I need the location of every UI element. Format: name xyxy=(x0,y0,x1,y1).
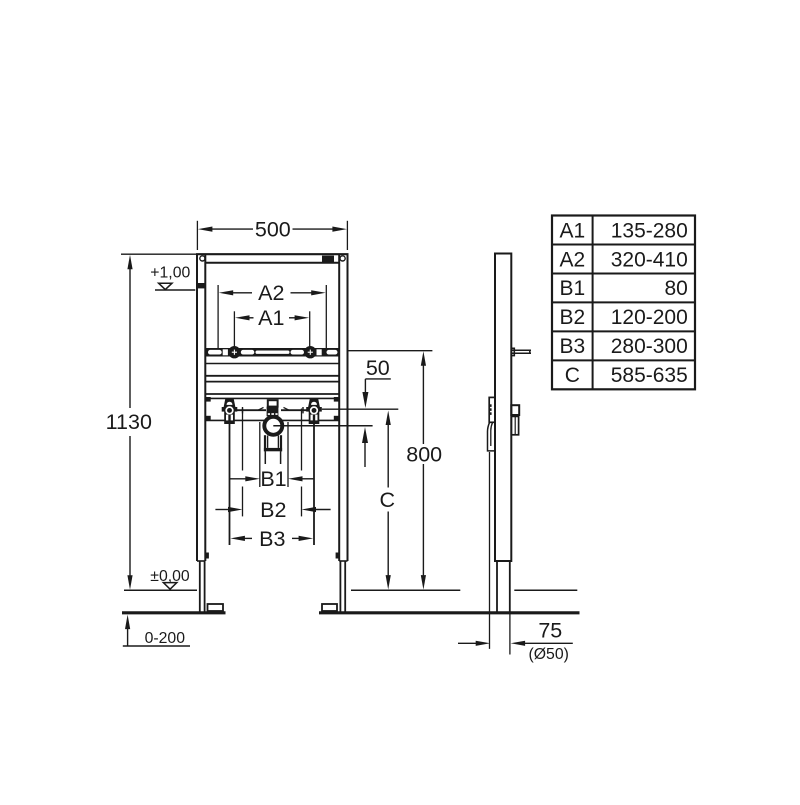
svg-text:120-200: 120-200 xyxy=(611,306,688,329)
svg-text:(Ø50): (Ø50) xyxy=(529,646,569,663)
svg-text:+1,00: +1,00 xyxy=(150,265,190,282)
svg-text:B1: B1 xyxy=(559,277,585,300)
svg-text:500: 500 xyxy=(255,218,291,242)
svg-text:0-200: 0-200 xyxy=(145,630,186,647)
svg-text:80: 80 xyxy=(664,277,687,300)
svg-text:585-635: 585-635 xyxy=(611,364,688,387)
svg-text:75: 75 xyxy=(538,618,562,642)
svg-text:1130: 1130 xyxy=(106,410,152,434)
svg-text:50: 50 xyxy=(366,356,390,380)
svg-text:A1: A1 xyxy=(258,306,284,330)
svg-text:A2: A2 xyxy=(258,281,284,305)
svg-text:320-410: 320-410 xyxy=(611,248,688,271)
svg-text:A2: A2 xyxy=(559,248,585,271)
svg-text:B2: B2 xyxy=(260,498,286,522)
svg-text:C: C xyxy=(565,364,580,387)
svg-text:±0,00: ±0,00 xyxy=(150,568,190,585)
svg-text:C: C xyxy=(380,488,396,512)
svg-text:A1: A1 xyxy=(559,219,585,242)
svg-text:280-300: 280-300 xyxy=(611,335,688,358)
svg-text:800: 800 xyxy=(406,443,442,467)
svg-text:B1: B1 xyxy=(260,467,286,491)
svg-text:B3: B3 xyxy=(259,527,285,551)
svg-text:B3: B3 xyxy=(559,335,585,358)
svg-text:B2: B2 xyxy=(559,306,585,329)
svg-text:135-280: 135-280 xyxy=(611,219,688,242)
